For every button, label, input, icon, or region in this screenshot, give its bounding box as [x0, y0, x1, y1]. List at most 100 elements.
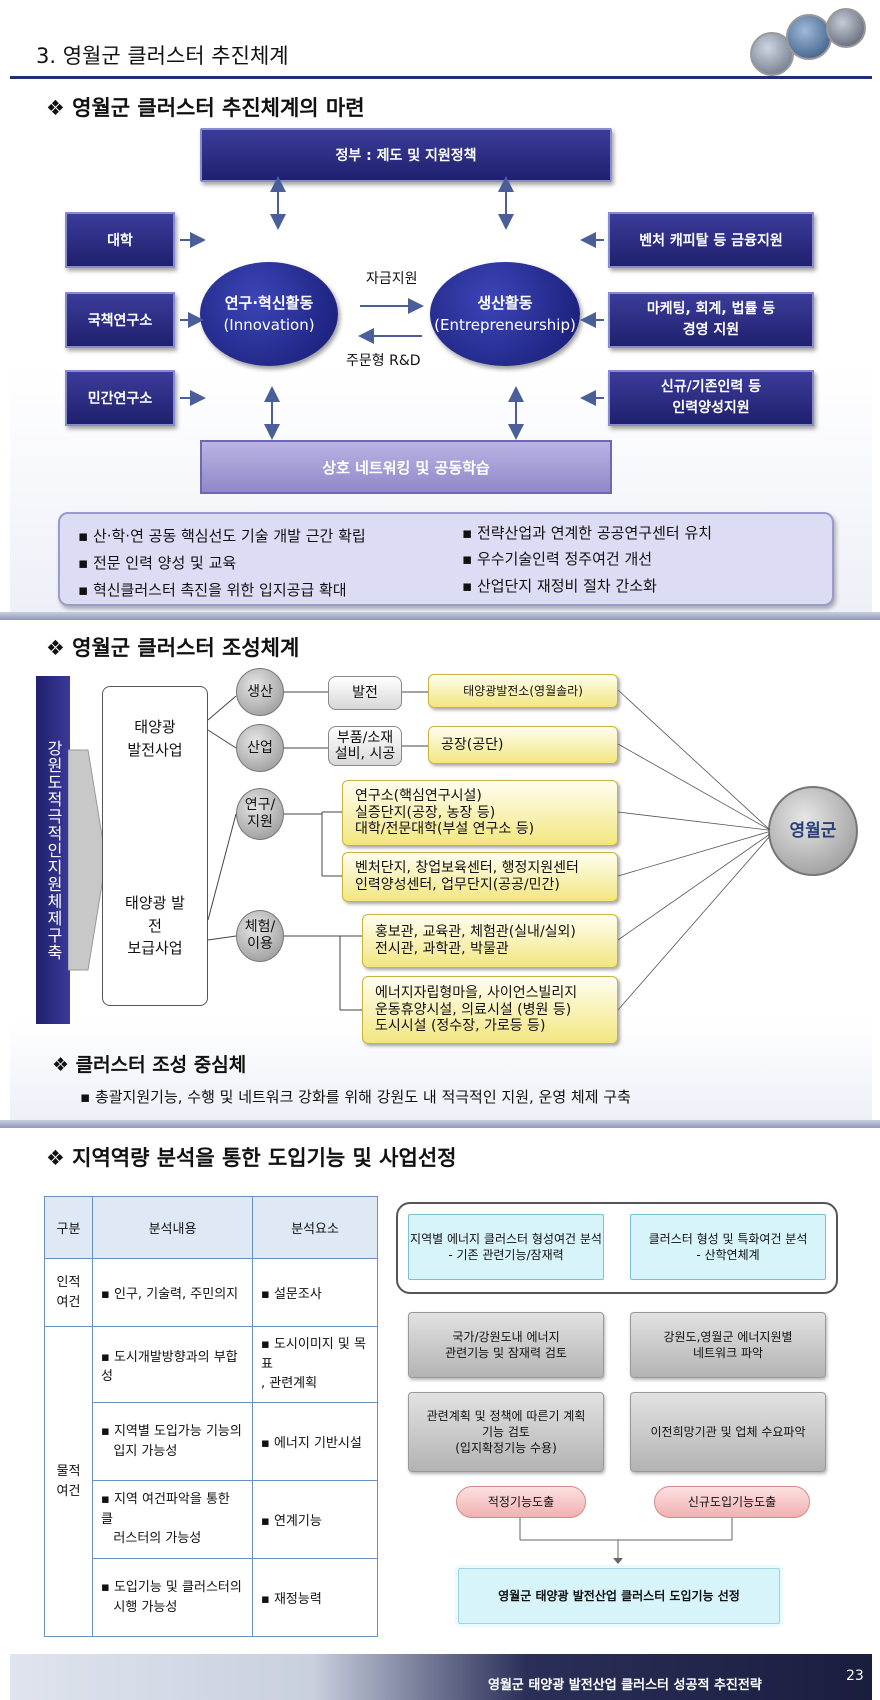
- right-box-workforce-line2: 인력양성지원: [672, 400, 750, 416]
- business-container: [102, 686, 208, 1006]
- vertical-banner: 강원도적극적인지원체제구축: [36, 676, 70, 1024]
- table-header-element: 분석요소: [252, 1196, 378, 1259]
- output-research: 연구소(핵심연구시설) 실증단지(공장, 농장 등) 대학/전문대학(부설 연구…: [342, 780, 618, 846]
- flow-network-identification: 강원도,영월군 에너지원별 네트워크 파악: [630, 1312, 826, 1378]
- flow-plan-review-line3: (입지확정기능 수용): [455, 1441, 557, 1456]
- oval-innovation-line2: (Innovation): [223, 316, 315, 334]
- output-exhibition: 홍보관, 교육관, 체험관(실내/실외) 전시관, 과학관, 박물관: [362, 914, 618, 968]
- table-cell-element: ▪ 도시이미지 및 목표, 관련계획: [252, 1326, 378, 1403]
- business-solar-power: 태양광 발전사업: [102, 716, 208, 761]
- page-number: 23: [846, 1668, 864, 1684]
- right-box-management-line1: 마케팅, 회계, 법률 등: [646, 301, 776, 317]
- right-box-management-line2: 경영 지원: [682, 322, 740, 338]
- table-cell-element-text2: , 관련계획: [261, 1376, 318, 1392]
- oval-innovation: 연구·혁신활동 (Innovation): [200, 262, 338, 366]
- flow-pill-appropriate: 적정기능도출: [456, 1486, 586, 1518]
- flow-specialization-analysis-line1: 클러스터 형성 및 특화여건 분석: [648, 1231, 808, 1246]
- slide-separator-2: [0, 1120, 880, 1128]
- table-row: ▪ 도입기능 및 클러스터의 시행 가능성 ▪ 재정능력: [45, 1558, 378, 1637]
- networking-box: 상호 네트워킹 및 공동학습: [200, 440, 612, 494]
- output-solar-plant: 태양광발전소(영월솔라): [428, 674, 618, 708]
- right-box-workforce: 신규/기존인력 등 인력양성지원: [608, 370, 814, 426]
- flow-pill-new: 신규도입기능도출: [654, 1486, 810, 1518]
- table-cell-element: ▪ 재정능력: [252, 1558, 378, 1637]
- business-solar-distribution-line2: 전: [148, 916, 162, 935]
- page-title: 3. 영월군 클러스터 추진체계: [36, 44, 289, 68]
- section-heading-structure-text: 영월군 클러스터 조성체계: [72, 636, 300, 660]
- output-venture-line2: 인력양성센터, 업무단지(공공/민간): [355, 877, 560, 893]
- table-row: ▪ 지역 여건파악을 통한 클 러스터의 가능성 ▪ 연계기능: [45, 1480, 378, 1559]
- bullet-left-3-text: 혁신클러스터 촉진을 위한 입지공급 확대: [92, 581, 347, 599]
- flow-network-identification-line2: 네트워크 파악: [692, 1346, 764, 1360]
- hub-yeongwol: 영월군: [768, 786, 858, 876]
- right-box-finance: 벤처 캐피탈 등 금융지원: [608, 212, 814, 268]
- flow-network-identification-line1: 강원도,영월군 에너지원별: [663, 1329, 793, 1344]
- flow-regional-analysis-line2: - 기존 관련기능/잠재력: [448, 1248, 564, 1262]
- bullet-right-3-text: 산업단지 재정비 절차 간소화: [476, 577, 657, 595]
- right-box-management: 마케팅, 회계, 법률 등 경영 지원: [608, 292, 814, 348]
- category-industry: 산업: [236, 724, 284, 772]
- table-cell-element-text: 에너지 기반시설: [273, 1436, 362, 1451]
- output-energy-village-line2: 운동휴양시설, 의료시설 (병원 등): [375, 1001, 572, 1018]
- table-cell-element: ▪ 에너지 기반시설: [252, 1402, 378, 1481]
- structure-connectors: [207, 689, 771, 1011]
- oval-entrepreneurship-line2: (Entrepreneurship): [434, 316, 576, 334]
- table-cell-content: ▪ 지역별 도입가능 기능의 입지 가능성: [92, 1402, 253, 1481]
- mid-parts-materials: 부품/소재 설비, 시공: [328, 726, 402, 766]
- output-research-line1: 연구소(핵심연구시설): [355, 788, 482, 805]
- bullet-right-2: ▪ 우수기술인력 정주여건 개선: [462, 550, 653, 568]
- output-venture: 벤처단지, 창업보육센터, 행정지원센터 인력양성센터, 업무단지(공공/민간): [342, 852, 618, 902]
- bullet-right-1-text: 전략산업과 연계한 공공연구센터 유치: [476, 524, 713, 542]
- slide-cluster-structure: ❖ 영월군 클러스터 조성체계 강원도적극적인지원체제구축 태양광 발전사업 태…: [10, 620, 872, 1120]
- table-cell-element-text: 연계기능: [273, 1514, 322, 1529]
- flow-regional-analysis-line1: 지역별 에너지 클러스터 형성여건 분석: [410, 1231, 602, 1246]
- output-energy-village-line3: 도시시설 (정수장, 가로등 등): [375, 1018, 546, 1035]
- table-cell-content-text2: 입지 가능성: [113, 1443, 178, 1459]
- category-experience-line2: 이용: [247, 936, 273, 952]
- section-heading-selection: ❖ 지역역량 분석을 통한 도입기능 및 사업선정: [46, 1146, 457, 1170]
- left-box-private-institute: 민간연구소: [65, 370, 175, 426]
- category-experience-line1: 체험/: [244, 919, 276, 936]
- section-heading-structure: ❖ 영월군 클러스터 조성체계: [46, 636, 300, 660]
- table-cell-content: ▪ 지역 여건파악을 통한 클 러스터의 가능성: [92, 1480, 253, 1559]
- footer-bar: [10, 1654, 872, 1700]
- table-cell-content-text2: 시행 가능성: [113, 1599, 178, 1615]
- table-cell-content: ▪ 도시개발방향과의 부합성: [92, 1326, 253, 1403]
- label-funding: 자금지원: [366, 271, 418, 287]
- table-cell-element-text: 재정능력: [273, 1592, 322, 1607]
- table-group-physical-line1: 물적: [56, 1464, 81, 1479]
- gov-box: 정부 : 제도 및 지원정책: [200, 128, 612, 182]
- table-cell-element-text: 도시이미지 및 목표: [261, 1337, 366, 1372]
- table-cell-content-text: 지역 여건파악을 통한 클: [101, 1492, 230, 1527]
- slide-function-selection: ❖ 지역역량 분석을 통한 도입기능 및 사업선정 구분 분석내용 분석요소 인…: [10, 1128, 872, 1700]
- output-venture-line1: 벤처단지, 창업보육센터, 행정지원센터: [355, 860, 579, 877]
- oval-entrepreneurship-line1: 생산활동: [477, 293, 533, 312]
- bullet-right-2-text: 우수기술인력 정주여건 개선: [476, 550, 653, 568]
- flow-plan-review: 관련계획 및 정책에 따른기 계획 기능 검토 (입지확정기능 수용): [408, 1392, 604, 1472]
- title-rule: [10, 76, 872, 79]
- output-research-line3: 대학/전문대학(부설 연구소 등): [355, 821, 535, 838]
- output-exhibition-line2: 전시관, 과학관, 박물관: [375, 941, 509, 957]
- core-description: ▪ 총괄지원기능, 수행 및 네트워크 강화를 위해 강원도 내 적극적인 지원…: [80, 1088, 631, 1106]
- category-research: 연구/ 지원: [236, 788, 284, 840]
- bullet-left-2-text: 전문 인력 양성 및 교육: [92, 554, 237, 572]
- framework-arrows: [180, 176, 604, 440]
- bullet-right-3: ▪ 산업단지 재정비 절차 간소화: [462, 577, 657, 595]
- table-cell-content-text: 도입기능 및 클러스터의: [113, 1580, 242, 1595]
- table-header-row: 구분 분석내용 분석요소: [44, 1196, 378, 1259]
- table-cell-content: ▪ 도입기능 및 클러스터의 시행 가능성: [92, 1558, 253, 1637]
- category-research-line2: 지원: [247, 814, 273, 830]
- mid-parts-line1: 부품/소재: [336, 729, 394, 746]
- business-solar-distribution-line3: 보급사업: [127, 939, 183, 957]
- category-experience: 체험/ 이용: [236, 910, 284, 962]
- section-heading-core: ❖ 클러스터 조성 중심체: [52, 1054, 247, 1076]
- table-group-human-line2: 여건: [56, 1294, 81, 1310]
- flow-connectors: [519, 1518, 733, 1564]
- header-photo-collage: [750, 8, 868, 76]
- table-cell-element-text: 설문조사: [273, 1287, 322, 1302]
- right-box-workforce-line1: 신규/기존인력 등: [660, 379, 762, 395]
